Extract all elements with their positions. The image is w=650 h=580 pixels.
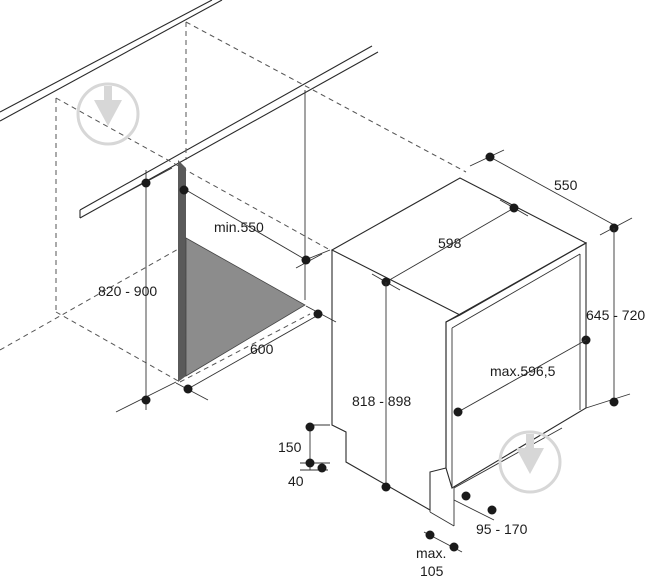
- door-height-range-label: 645 - 720: [586, 307, 645, 323]
- unit-dimension-lines: [300, 149, 633, 553]
- download-arrow-icon: [76, 82, 140, 146]
- download-arrow-icon: [498, 430, 562, 494]
- toe-kick-range-label: 95 - 170: [476, 521, 528, 537]
- dishwasher-unit: [310, 177, 588, 527]
- foot-height-label: 40: [288, 473, 304, 489]
- niche: [178, 90, 331, 382]
- niche-dashed-guides: [0, 21, 467, 383]
- countertop: [0, 0, 379, 219]
- unit-depth-label: 550: [554, 177, 578, 193]
- niche-height-label: 820 - 900: [98, 283, 157, 299]
- niche-depth-label: min.550: [214, 219, 264, 235]
- niche-dimension-lines: [115, 167, 337, 413]
- unit-width-label: 598: [438, 235, 462, 251]
- plinth-height-label: 150: [278, 439, 302, 455]
- toe-kick-max-label-line1: max.: [416, 545, 446, 561]
- door-max-label: max.596,5: [490, 363, 556, 379]
- unit-height-label: 818 - 898: [352, 393, 411, 409]
- toe-kick-max-label-line2: 105: [420, 563, 444, 579]
- niche-width-label: 600: [250, 341, 274, 357]
